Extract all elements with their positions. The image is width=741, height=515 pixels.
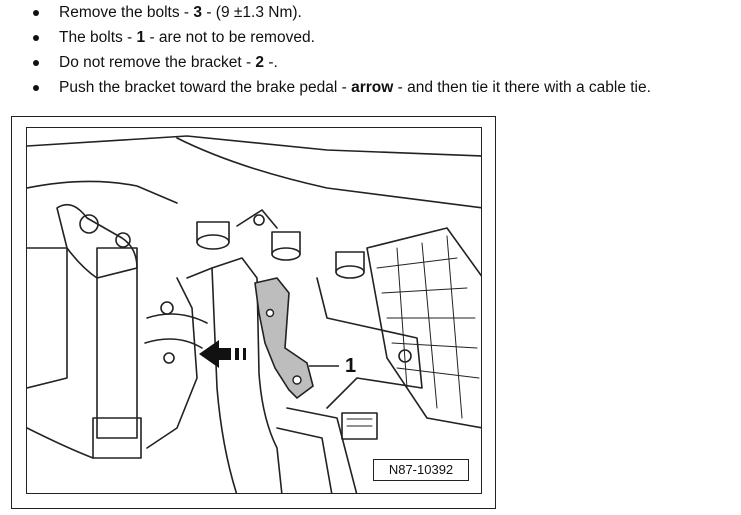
- callout-reference: 1: [136, 29, 146, 46]
- callout-reference: arrow: [351, 79, 394, 96]
- technical-illustration: 1 N87-10392: [26, 127, 482, 494]
- instruction-text: Remove the bolts - 3 - (9 ±1.3 Nm).: [59, 4, 302, 21]
- bullet-icon: [33, 10, 39, 16]
- instruction-text: Do not remove the bracket - 2 -.: [59, 54, 278, 71]
- callout-number: 1: [345, 355, 357, 377]
- callout-reference: 2: [255, 54, 265, 71]
- bracket-shape: [254, 277, 314, 400]
- figure-frame: 1 N87-10392: [11, 116, 496, 509]
- instruction-text: The bolts - 1 - are not to be removed.: [59, 29, 315, 46]
- figure-id-text: N87-10392: [388, 462, 454, 477]
- brake-pedal-illustration: [27, 135, 481, 493]
- callout-reference: 3: [193, 4, 203, 21]
- bullet-icon: [33, 60, 39, 66]
- bullet-icon: [33, 85, 39, 91]
- figure-id-label: N87-10392: [373, 459, 469, 481]
- left-arrow-icon: [199, 340, 246, 368]
- instruction-text: Push the bracket toward the brake pedal …: [59, 79, 651, 96]
- bullet-icon: [33, 35, 39, 41]
